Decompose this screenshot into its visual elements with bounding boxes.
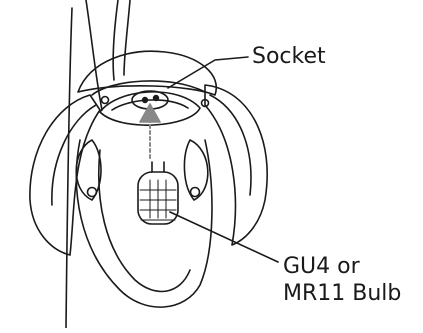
shade-right-rim [210, 95, 251, 195]
hinge-screw-top-left [102, 97, 109, 104]
stem-center [113, 0, 118, 80]
hinge-screw-right [191, 188, 200, 197]
hinge-screw-left [88, 188, 97, 197]
arm-right [184, 140, 207, 200]
shade-left-rim [52, 105, 96, 205]
bulb-pins [152, 162, 164, 172]
bulb-label-line-2: MR11 Bulb [283, 280, 401, 307]
shade-left-outer [30, 95, 100, 255]
bulb-leader-line [170, 212, 278, 262]
socket-pin-1 [143, 98, 148, 103]
socket-label: Socket [252, 43, 326, 70]
socket-pin-2 [154, 96, 159, 101]
lower-body [76, 140, 212, 307]
bulb-label: GU4 or MR11 Bulb [283, 253, 401, 307]
insertion-arrow-head [140, 104, 160, 122]
stem-left [66, 8, 72, 328]
bulb-label-line-1: GU4 or [283, 253, 401, 280]
shade-right-outer [205, 85, 267, 245]
arm-left [76, 140, 101, 200]
stem-center-2 [124, 0, 130, 75]
